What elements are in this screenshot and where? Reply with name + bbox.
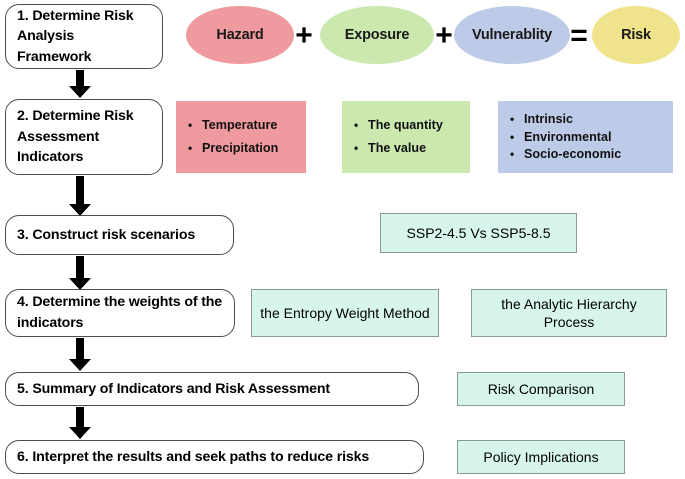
- bullet-item: • Socio-economic: [510, 148, 665, 161]
- ellipse-exposure[interactable]: Exposure: [320, 6, 434, 64]
- ellipse-exposure-label: Exposure: [344, 27, 410, 43]
- bullet-label: The value: [368, 141, 427, 155]
- bullet-dot-icon: •: [510, 147, 515, 162]
- bullet-dot-icon: •: [188, 118, 193, 133]
- ellipse-hazard[interactable]: Hazard: [186, 6, 294, 64]
- equals-sign: =: [570, 19, 588, 52]
- arrow-step3-to-step4: [65, 256, 95, 290]
- ellipse-risk[interactable]: Risk: [592, 6, 680, 64]
- ellipse-hazard-label: Hazard: [216, 27, 264, 43]
- step-box-4-label: 4. Determine the weights of the indicato…: [17, 294, 223, 331]
- bullet-dot-icon: •: [354, 118, 359, 133]
- step-box-4[interactable]: 4. Determine the weights of the indicato…: [5, 289, 235, 337]
- ellipse-vulnerability-label: Vulnerablity: [471, 27, 553, 43]
- bullet-item: • Environmental: [510, 131, 665, 144]
- plus-sign-2: +: [435, 19, 453, 52]
- bullet-dot-icon: •: [354, 141, 359, 155]
- bullet-dot-icon: •: [510, 129, 515, 144]
- method-box-ahp-label: the Analytic Hierarchy Process: [501, 295, 637, 330]
- arrow-step4-to-step5: [65, 338, 95, 371]
- bullet-label: The quantity: [368, 118, 443, 133]
- step-box-2-label: 2. Determine Risk Assessment Indicators: [17, 108, 134, 166]
- method-box-entropy-weight[interactable]: the Entropy Weight Method: [251, 289, 439, 337]
- bullet-label: Temperature: [202, 118, 278, 133]
- step-box-1-label: 1. Determine Risk Analysis Framework: [17, 7, 134, 65]
- panel-vulnerability-indicators[interactable]: • Intrinsic • Environmental • Socio-econ…: [498, 101, 673, 173]
- step-box-5[interactable]: 5. Summary of Indicators and Risk Assess…: [5, 372, 419, 406]
- arrow-step2-to-step3: [65, 176, 95, 216]
- method-box-risk-comparison-label: Risk Comparison: [487, 380, 595, 397]
- bullet-label: Environmental: [524, 129, 612, 144]
- bullet-item: • Temperature: [188, 119, 298, 132]
- bullet-item: • The quantity: [354, 119, 462, 132]
- arrow-step5-to-step6: [65, 407, 95, 439]
- step-box-6-label: 6. Interpret the results and seek paths …: [17, 448, 370, 465]
- bullet-label: Intrinsic: [524, 112, 573, 127]
- bullet-dot-icon: •: [510, 112, 515, 127]
- panel-hazard-indicators[interactable]: • Temperature • Precipitation: [176, 101, 306, 173]
- bullet-item: • The value: [354, 142, 462, 155]
- bullet-label: Precipitation: [202, 141, 279, 155]
- step-box-2[interactable]: 2. Determine Risk Assessment Indicators: [5, 99, 163, 175]
- plus-sign-1: +: [295, 19, 313, 52]
- method-box-entropy-weight-label: the Entropy Weight Method: [260, 304, 430, 321]
- arrow-step1-to-step2: [65, 70, 95, 98]
- step-box-3[interactable]: 3. Construct risk scenarios: [5, 215, 234, 255]
- method-box-policy-implications[interactable]: Policy Implications: [457, 440, 625, 474]
- bullet-label: Socio-economic: [524, 147, 622, 162]
- bullet-dot-icon: •: [188, 141, 193, 155]
- step-box-6[interactable]: 6. Interpret the results and seek paths …: [5, 440, 424, 474]
- step-box-3-label: 3. Construct risk scenarios: [17, 226, 196, 243]
- method-box-scenario[interactable]: SSP2-4.5 Vs SSP5-8.5: [380, 213, 577, 253]
- step-box-1[interactable]: 1. Determine Risk Analysis Framework: [5, 4, 163, 69]
- method-box-risk-comparison[interactable]: Risk Comparison: [457, 372, 625, 406]
- method-box-scenario-label: SSP2-4.5 Vs SSP5-8.5: [406, 224, 551, 241]
- ellipse-vulnerability[interactable]: Vulnerablity: [454, 6, 570, 64]
- method-box-policy-implications-label: Policy Implications: [483, 448, 599, 465]
- bullet-item: • Intrinsic: [510, 113, 665, 126]
- panel-exposure-indicators[interactable]: • The quantity • The value: [342, 101, 470, 173]
- step-box-5-label: 5. Summary of Indicators and Risk Assess…: [17, 380, 330, 397]
- method-box-ahp[interactable]: the Analytic Hierarchy Process: [471, 289, 667, 337]
- bullet-item: • Precipitation: [188, 142, 298, 155]
- ellipse-risk-label: Risk: [621, 27, 651, 43]
